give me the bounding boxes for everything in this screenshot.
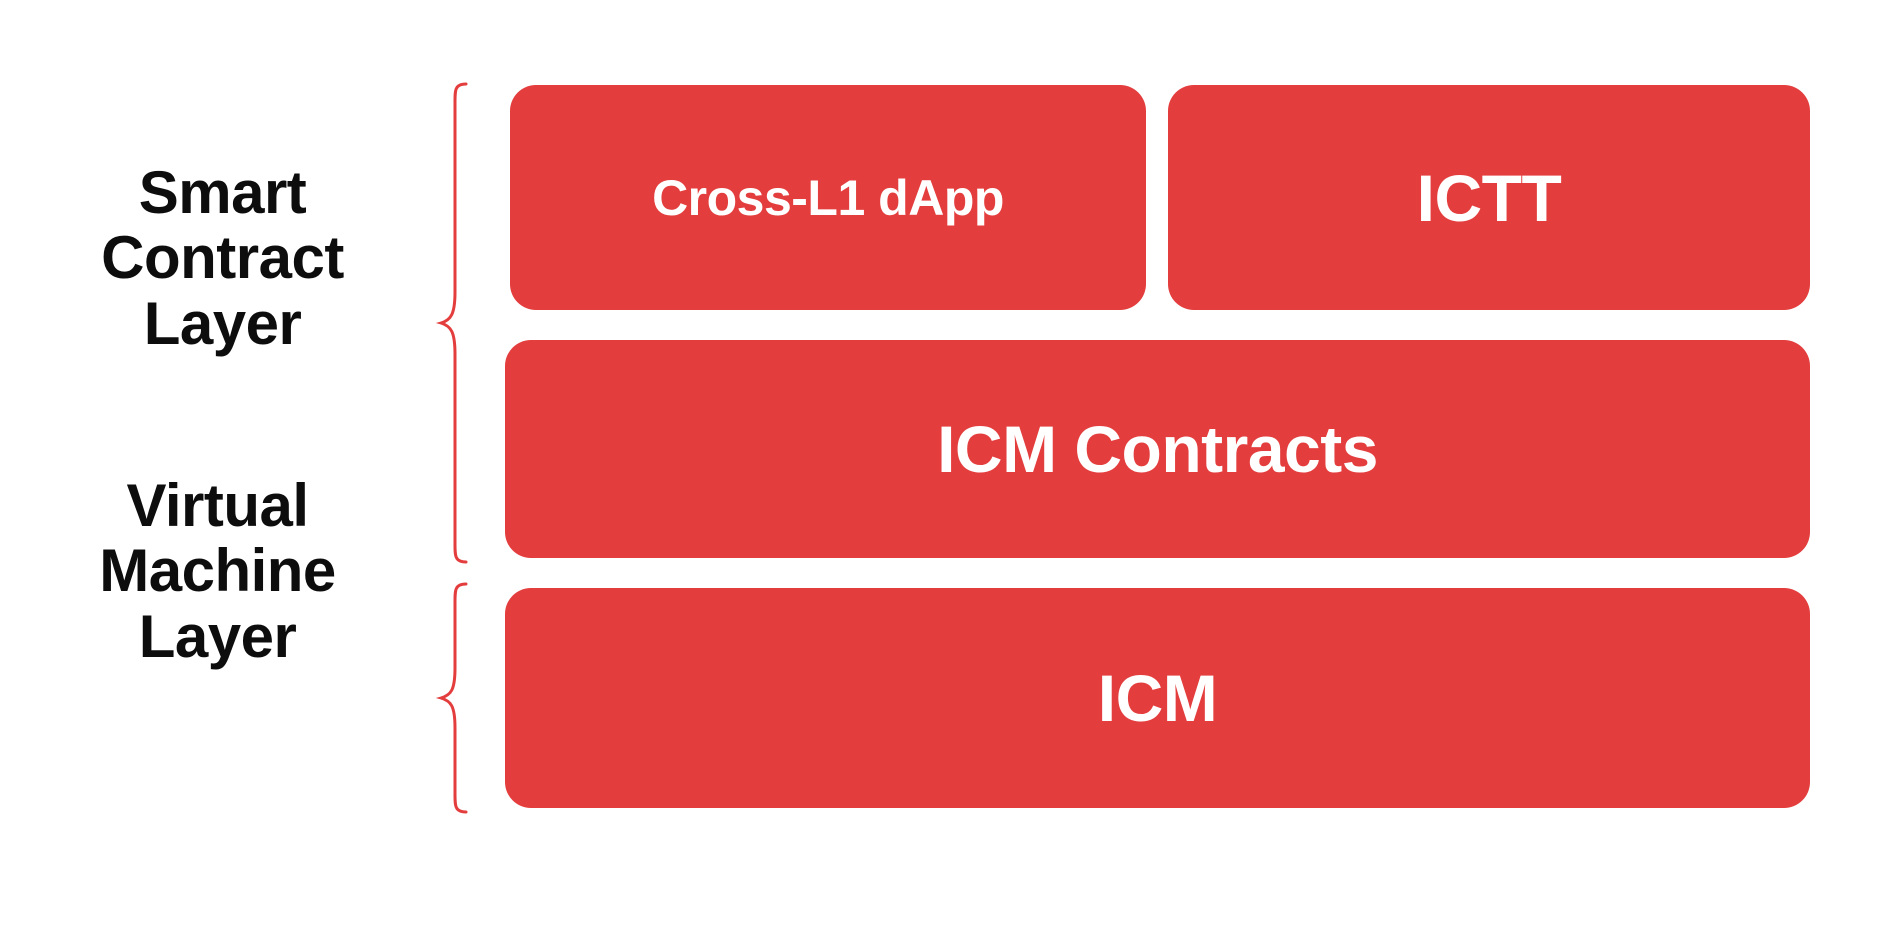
curly-brace-icon-virtual-machine: [435, 582, 468, 814]
node-box-icm[interactable]: ICM: [505, 588, 1810, 808]
layer-label-smart-contract: Smart Contract Layer: [101, 159, 344, 357]
node-box-icm-contracts[interactable]: ICM Contracts: [505, 340, 1810, 558]
node-box-ictt[interactable]: ICTT: [1168, 85, 1810, 310]
layer-label-virtual-machine: Virtual Machine Layer: [99, 472, 336, 670]
node-box-cross-l1-dapp[interactable]: Cross-L1 dApp: [510, 85, 1146, 310]
curly-brace-icon-smart-contract: [435, 82, 468, 564]
